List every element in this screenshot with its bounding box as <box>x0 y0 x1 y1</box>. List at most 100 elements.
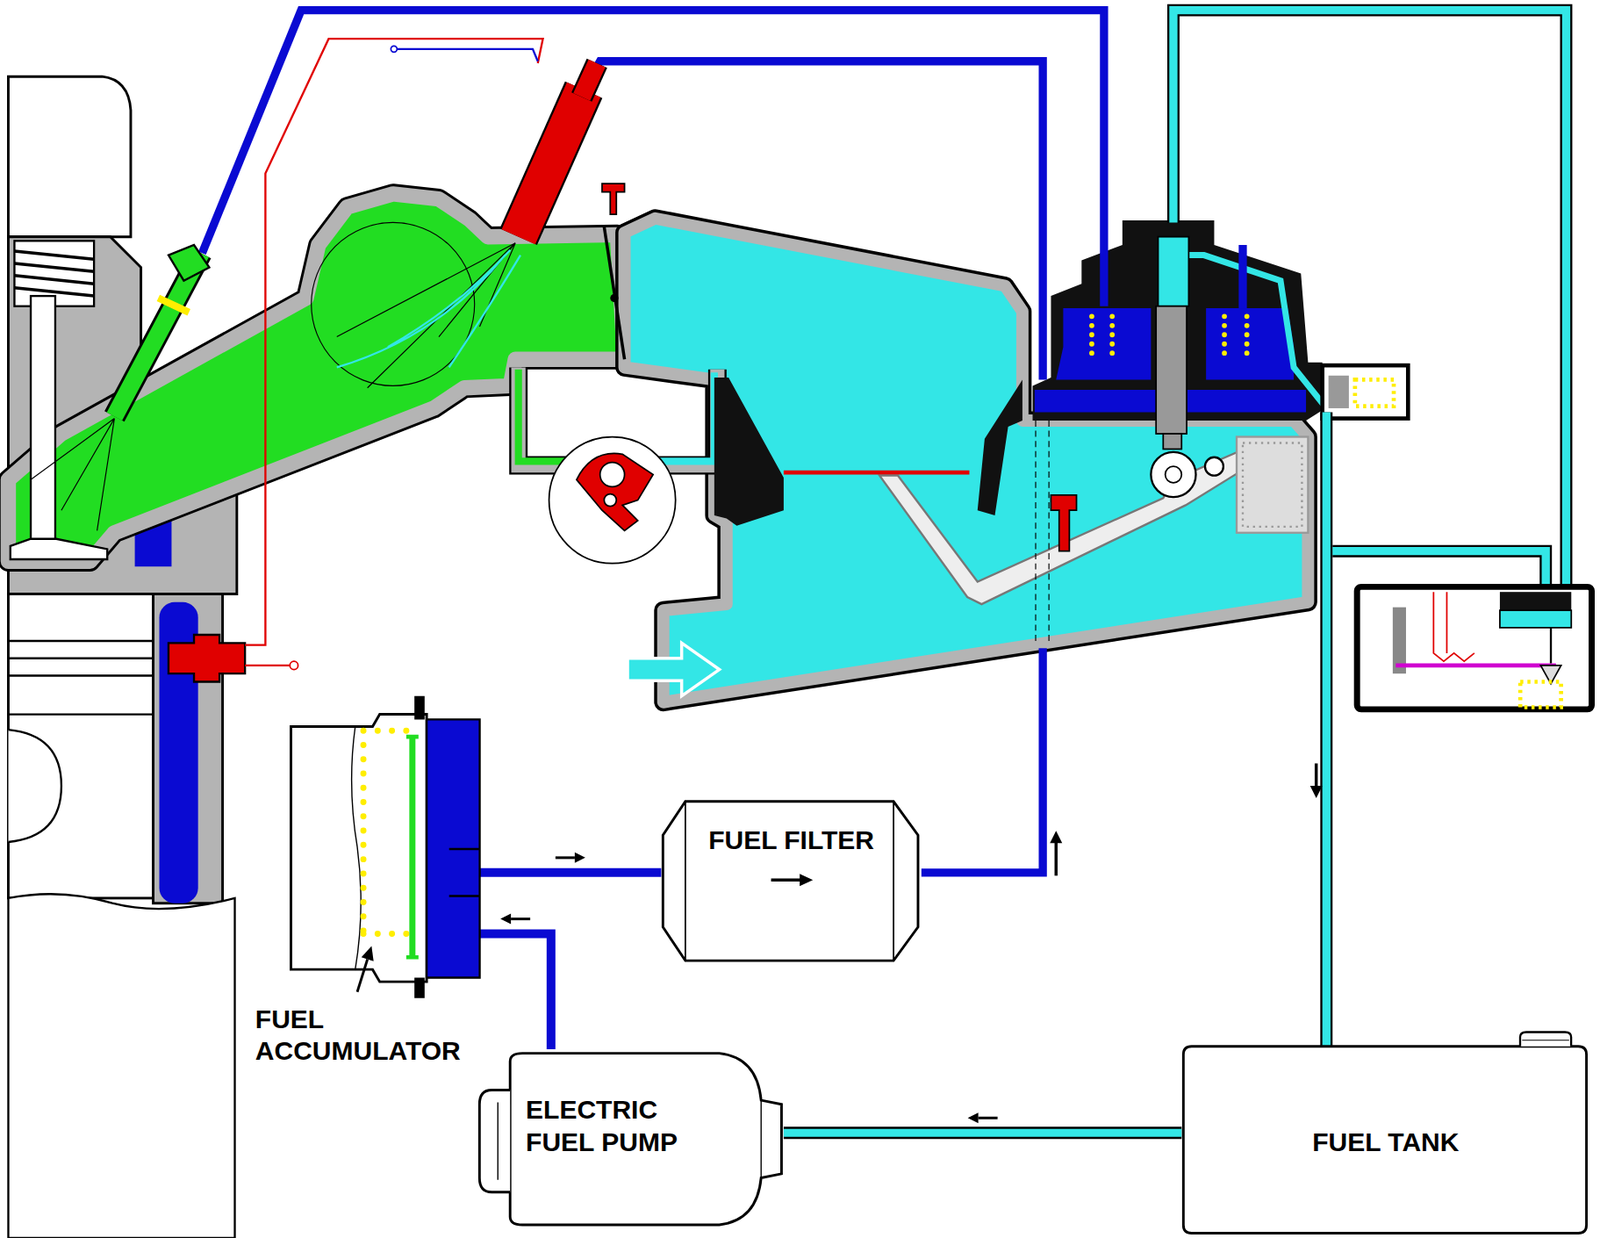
intake-manifold <box>7 193 625 561</box>
throttle-plate <box>603 226 625 359</box>
pressure-regulator <box>1322 365 1409 418</box>
cylinder <box>7 640 153 715</box>
cold-start-valve <box>581 63 597 97</box>
air-funnel <box>714 377 1023 526</box>
intake-valve <box>30 295 56 541</box>
intake-manifold <box>7 193 625 561</box>
cylinder-head-cover <box>7 76 130 237</box>
return-line <box>1320 412 1333 1048</box>
cold-start-valve <box>518 89 584 237</box>
filter-shape <box>685 800 894 960</box>
filter-shape <box>660 796 921 966</box>
sensor-plate-lever <box>1205 457 1224 476</box>
fuel-line <box>1238 244 1247 309</box>
warm-up-regulator <box>1549 627 1552 664</box>
electric-wire <box>244 38 543 645</box>
sensor-plate-lever <box>1242 442 1302 526</box>
warm-up-regulator <box>1356 586 1592 709</box>
return-line <box>1173 10 1567 1048</box>
sensor-plate-lever <box>1165 466 1183 483</box>
fuel-distributor <box>1188 255 1327 409</box>
electric-wire <box>244 38 543 669</box>
hidden-fuel-line <box>1035 420 1049 646</box>
return-line <box>1322 412 1331 1048</box>
fuel-distributor <box>1055 308 1151 380</box>
valve-spring <box>14 251 94 296</box>
fuel-pipe <box>479 913 551 1049</box>
pipe-outline <box>783 1126 1182 1139</box>
idle-screw <box>600 462 625 488</box>
intake-manifold <box>7 193 625 561</box>
pump-shape <box>479 1089 510 1192</box>
flow-arrow <box>627 642 1323 876</box>
filter-shape: FUEL FILTER <box>660 796 921 966</box>
filter-shape <box>771 877 803 881</box>
idle-screw <box>549 437 676 564</box>
warm-up-regulator <box>1433 591 1474 661</box>
idle-screw <box>603 494 617 507</box>
intake-valve <box>10 538 108 560</box>
accumulator-shape: FUEL ACCUMULATOR <box>250 691 481 1071</box>
sensor-plate-lever <box>1236 437 1308 533</box>
pump-shape: ELECTRIC FUEL PUMP <box>477 1048 784 1231</box>
cold-start-valve <box>581 63 597 97</box>
tank-shape <box>1520 1031 1572 1046</box>
component-label: FUEL FILTER <box>708 824 875 856</box>
component-label: FUEL ACCUMULATOR <box>255 1003 461 1067</box>
filter-shape <box>663 800 919 960</box>
cylinder <box>7 594 235 1238</box>
injection-valve <box>30 244 209 531</box>
cold-start-valve <box>337 63 625 388</box>
cold-start-valve <box>337 250 521 368</box>
component-label: FUEL TANK <box>1312 1126 1459 1158</box>
tank-shape <box>1183 1045 1587 1233</box>
fuel-line <box>201 10 1105 307</box>
fuel-distributor <box>1162 433 1182 449</box>
electric-wire <box>289 660 298 669</box>
idle-screw <box>549 437 676 564</box>
fuel-distributor <box>1158 236 1190 307</box>
sensor-plate-lever <box>783 437 1308 605</box>
cold-start-valve <box>602 183 625 215</box>
fuel-distributor <box>1205 308 1294 380</box>
intake-manifold <box>311 222 475 386</box>
return-line <box>1173 10 1567 590</box>
flow-arrow <box>978 1116 998 1120</box>
sensor-plate-lever <box>1150 452 1196 497</box>
fuel-line <box>583 61 1043 381</box>
arrowhead <box>500 913 511 925</box>
fuel-pipe <box>479 852 661 873</box>
flow-arrow <box>1054 838 1058 876</box>
fuel-pipe <box>783 1112 1182 1133</box>
accumulator-shape <box>426 718 480 977</box>
cold-start-valve <box>518 89 584 237</box>
air-funnel <box>977 379 1023 516</box>
injection-valve <box>30 418 115 531</box>
accumulator-shape <box>449 848 481 896</box>
idle-bypass-channel <box>518 369 572 462</box>
throttle-plate <box>609 294 618 302</box>
sensor-plate-lever <box>783 470 970 475</box>
arrowhead <box>574 852 586 863</box>
cold-start-valve <box>337 243 516 388</box>
electric-wire <box>394 49 539 62</box>
fuel-distributor <box>1155 306 1187 434</box>
thermo-time-switch <box>168 634 245 682</box>
warm-up-regulator <box>1520 681 1561 707</box>
electric-wire <box>390 45 397 52</box>
pressure-pipe <box>479 868 661 877</box>
flow-arrow <box>555 855 575 859</box>
air-funnel <box>714 377 784 526</box>
arrowhead <box>968 1112 979 1123</box>
accumulator-shape <box>408 736 416 957</box>
component-label: ELECTRIC FUEL PUMP <box>525 1092 711 1159</box>
filter-shape <box>799 873 813 886</box>
cylinder <box>7 893 235 1238</box>
cylinder-head-cover <box>7 76 130 237</box>
idle-screw <box>576 452 653 531</box>
hidden-fuel-line <box>1035 420 1049 646</box>
accumulator-shape <box>351 726 361 970</box>
injection-valve <box>157 297 189 312</box>
accumulator-shape <box>290 714 427 983</box>
